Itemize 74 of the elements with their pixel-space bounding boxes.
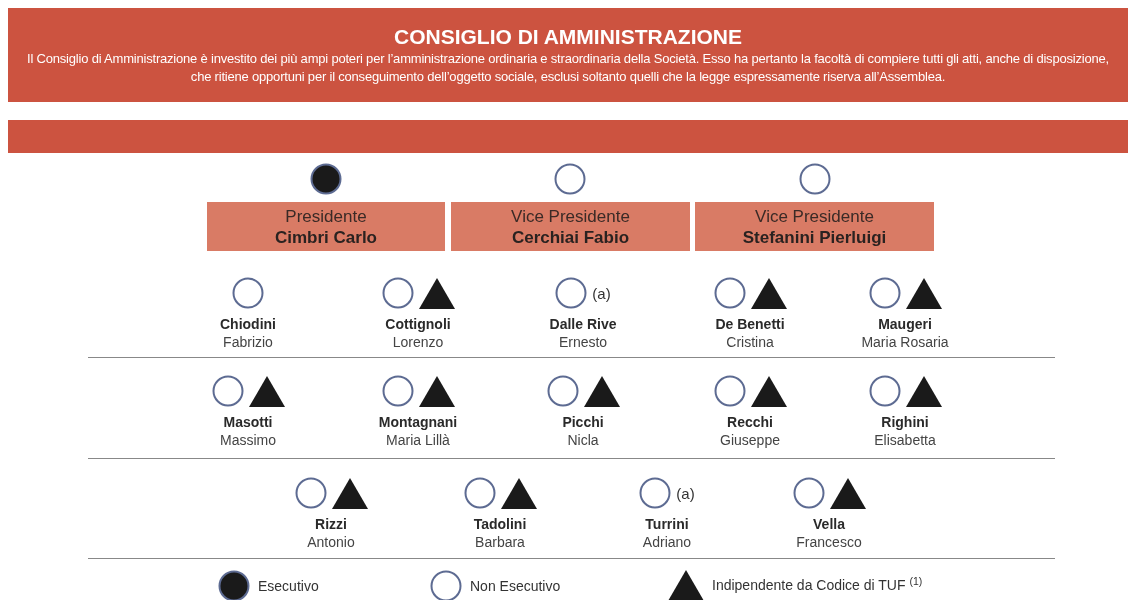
independent-marker xyxy=(750,278,787,309)
role-box xyxy=(695,202,934,251)
first-name: Giuseppe xyxy=(720,431,780,449)
non-executive-marker xyxy=(381,375,414,407)
first-name: Massimo xyxy=(220,431,276,449)
non-executive-marker xyxy=(792,477,825,509)
surname: Tadolini xyxy=(473,515,527,533)
role-title: Presidente xyxy=(285,205,367,227)
first-name: Nicla xyxy=(567,431,599,449)
independent-marker xyxy=(905,278,942,309)
non-executive-marker xyxy=(211,375,244,407)
first-name: Barbara xyxy=(475,533,525,551)
role-title: Vice Presidente xyxy=(511,205,630,227)
non-executive-marker xyxy=(713,277,746,309)
surname: Vella xyxy=(813,515,845,533)
non-executive-marker xyxy=(381,277,414,309)
non-executive-marker xyxy=(639,477,672,509)
first-name: Maria Rosaria xyxy=(861,333,949,351)
independent-marker xyxy=(905,376,942,407)
non-executive-marker xyxy=(232,277,264,309)
first-name: Ernesto xyxy=(558,333,608,351)
non-executive-marker xyxy=(868,375,901,407)
first-name: Elisabetta xyxy=(874,431,936,449)
surname: Recchi xyxy=(727,413,773,431)
first-name: Cristina xyxy=(726,333,774,351)
role-title: Vice Presidente xyxy=(755,205,874,227)
independent-marker xyxy=(583,376,620,407)
first-name: Lorenzo xyxy=(392,333,444,351)
independent-marker xyxy=(750,376,787,407)
surname: Cottignoli xyxy=(385,315,451,333)
role-box xyxy=(451,202,690,251)
non-executive-marker xyxy=(463,477,496,509)
independent-marker xyxy=(829,478,866,509)
independent-marker xyxy=(248,376,285,407)
first-name: Francesco xyxy=(796,533,862,551)
first-name: Fabrizio xyxy=(223,333,273,351)
independent-marker xyxy=(418,278,455,309)
role-box xyxy=(207,202,445,251)
independent-marker xyxy=(331,478,368,509)
person-name: Cerchiai Fabio xyxy=(511,226,630,248)
person-name: Stefanini Pierluigi xyxy=(742,226,887,248)
surname: Dalle Rive xyxy=(549,315,617,333)
surname: Righini xyxy=(881,413,929,431)
non-executive-marker xyxy=(554,163,586,195)
independent-marker xyxy=(418,376,455,407)
surname: Turrini xyxy=(645,515,689,533)
note-mark: (a) xyxy=(592,284,611,304)
surname: Montagnani xyxy=(378,413,458,431)
surname: Rizzi xyxy=(315,515,347,533)
surname: Picchi xyxy=(562,413,604,431)
executive-marker xyxy=(310,163,342,195)
first-name: Maria Lillà xyxy=(386,431,450,449)
independent-marker xyxy=(500,478,537,509)
first-name: Adriano xyxy=(642,533,692,551)
non-executive-marker xyxy=(799,163,831,195)
surname: Chiodini xyxy=(220,315,276,333)
title: CONSIGLIO DI AMMINISTRAZIONE xyxy=(393,23,743,50)
non-executive-marker xyxy=(555,277,588,309)
non-executive-marker xyxy=(546,375,579,407)
note-mark: (a) xyxy=(676,484,695,504)
surname: De Benetti xyxy=(715,315,785,333)
legend-label: Non Esecutivo xyxy=(470,576,561,596)
non-executive-marker xyxy=(713,375,746,407)
non-executive-marker xyxy=(868,277,901,309)
surname: Maugeri xyxy=(878,315,932,333)
legend-label: Indipendente da Codice di TUF $^{(1)}$ xyxy=(712,575,923,595)
surname: Masotti xyxy=(223,413,273,431)
banner-bar xyxy=(8,120,1128,153)
description: Il Consiglio di Amministrazione è investito dei più ampi poteri per l’amministrazione ordinaria e straordinaria della Società. Esso ha pertanto la facoltà di compiere tutti gli atti, anche di disposizione, che ritiene opportuni per il conseguimento dell’oggetto sociale, esclusi soltanto quelli che la legge espressamente riserva all’Assemblea. xyxy=(26,50,1110,87)
header-banner xyxy=(8,8,1128,102)
first-name: Antonio xyxy=(307,533,355,551)
non-executive-marker xyxy=(294,477,327,509)
person-name: Cimbri Carlo xyxy=(275,226,377,248)
legend-label: Esecutivo xyxy=(258,576,319,596)
